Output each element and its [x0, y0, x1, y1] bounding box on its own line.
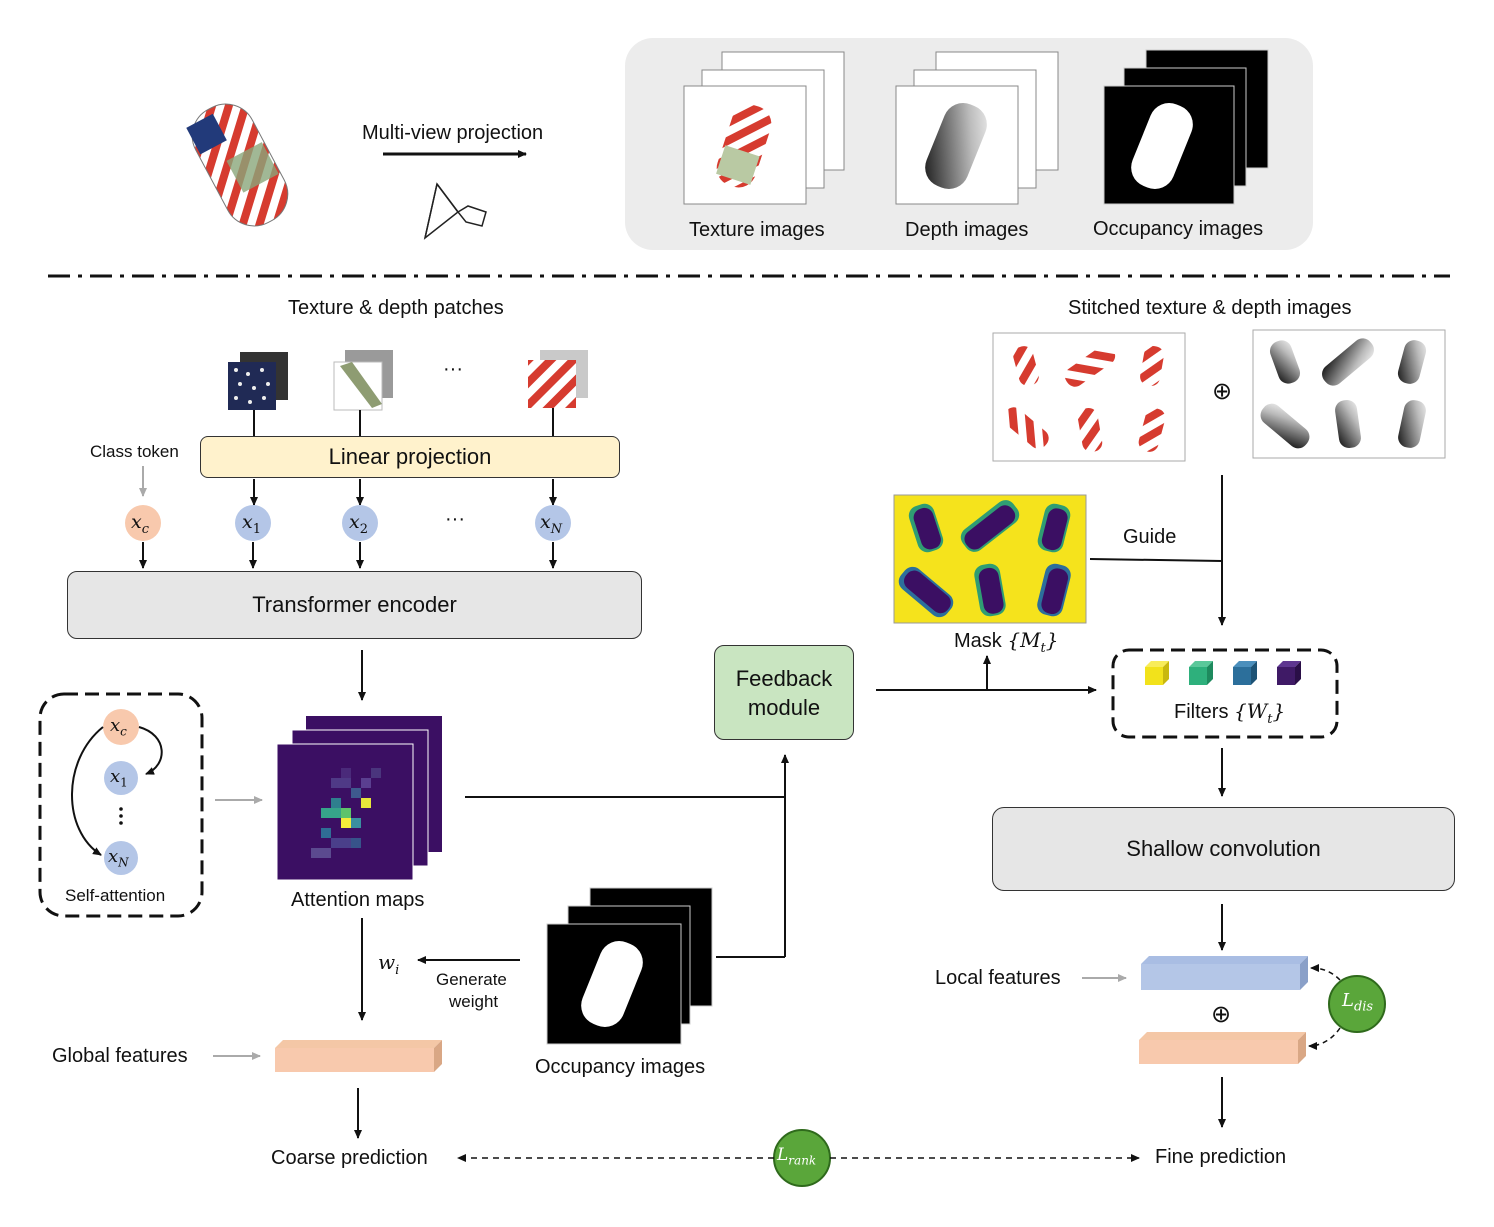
filter-cube-yellow — [1145, 661, 1169, 685]
sa-xc-label: xc — [110, 715, 127, 739]
sa-x1-label: x1 — [110, 766, 128, 790]
mask-label: Mask {Mt} — [954, 628, 1059, 656]
feedback-module-box: Feedback module — [714, 645, 854, 740]
token-x2-label: x2 — [349, 511, 368, 537]
patches-title: Texture & depth patches — [288, 297, 504, 319]
camera-icon — [423, 182, 487, 240]
generate-weight-line1: Generate — [436, 970, 507, 989]
coarse-prediction-label: Coarse prediction — [271, 1147, 428, 1169]
guide-label: Guide — [1123, 526, 1177, 548]
object-3d-icon — [186, 103, 289, 227]
fine-prediction-label: Fine prediction — [1155, 1146, 1287, 1168]
l-rank-label: Lrank — [777, 1145, 817, 1168]
l-dis-circle — [1328, 975, 1386, 1033]
filter-cube-purple — [1277, 661, 1301, 685]
mask-image — [893, 494, 1087, 624]
patch-1 — [228, 352, 288, 410]
filters-label: Filters {Wt} — [1174, 699, 1286, 727]
local-features-label: Local features — [935, 967, 1061, 989]
l-dis-label: Ldis — [1342, 990, 1374, 1015]
occupancy-images-label-top: Occupancy images — [1093, 218, 1264, 240]
transformer-encoder-box: Transformer encoder — [67, 571, 642, 639]
linear-projection-label: Linear projection — [328, 444, 492, 469]
self-attention-box — [38, 692, 204, 918]
fused-features-bar — [1139, 1032, 1306, 1064]
occupancy-images-label-bottom: Occupancy images — [535, 1056, 706, 1078]
class-token-label: Class token — [90, 442, 179, 461]
stitched-oplus: ⊕ — [1212, 378, 1233, 405]
global-features-label: Global features — [52, 1045, 188, 1067]
generate-weight-line2: weight — [449, 992, 499, 1011]
token-xc — [125, 505, 161, 541]
sa-xn-label: xN — [108, 846, 129, 870]
occupancy-images-stack — [1103, 49, 1269, 205]
occupancy-images-bottom — [546, 887, 713, 1045]
token-xc-label: xc — [131, 511, 149, 537]
filter-cube-blue — [1233, 661, 1257, 685]
shallow-convolution-box: Shallow convolution — [992, 807, 1455, 891]
patch-2 — [333, 350, 393, 411]
multiview-projection-label: Multi-view projection — [362, 122, 544, 144]
attention-maps-stack — [276, 716, 442, 881]
token-xn-label: xN — [540, 511, 563, 537]
transformer-encoder-label: Transformer encoder — [252, 592, 457, 617]
feedback-line2: module — [747, 694, 821, 720]
patch-3 — [528, 350, 588, 408]
stitched-depth-image — [1252, 329, 1446, 459]
filters-box — [1111, 648, 1339, 739]
depth-images-stack — [895, 51, 1059, 205]
features-oplus: ⊕ — [1211, 1001, 1232, 1028]
filter-cube-green — [1189, 661, 1213, 685]
weight-symbol: wi — [378, 950, 400, 978]
stitched-title: Stitched texture & depth images — [1068, 297, 1352, 319]
token-x1-label: x1 — [242, 511, 261, 537]
global-features-bar — [275, 1040, 442, 1072]
attention-maps-label: Attention maps — [291, 889, 425, 911]
tokens-ellipsis: ··· — [445, 508, 465, 530]
token-xn — [535, 505, 571, 541]
texture-images-stack — [683, 51, 845, 205]
patches-ellipsis: ··· — [443, 358, 463, 380]
local-features-bar — [1141, 956, 1308, 990]
self-attention-label: Self-attention — [65, 886, 166, 905]
stitched-texture-image — [992, 332, 1186, 462]
shallow-convolution-label: Shallow convolution — [1126, 836, 1321, 861]
linear-projection-box: Linear projection — [200, 436, 620, 478]
feedback-line1: Feedback — [735, 665, 833, 691]
token-x2 — [342, 505, 378, 541]
texture-images-label: Texture images — [689, 219, 825, 241]
token-x1 — [235, 505, 271, 541]
depth-images-label: Depth images — [905, 219, 1029, 241]
